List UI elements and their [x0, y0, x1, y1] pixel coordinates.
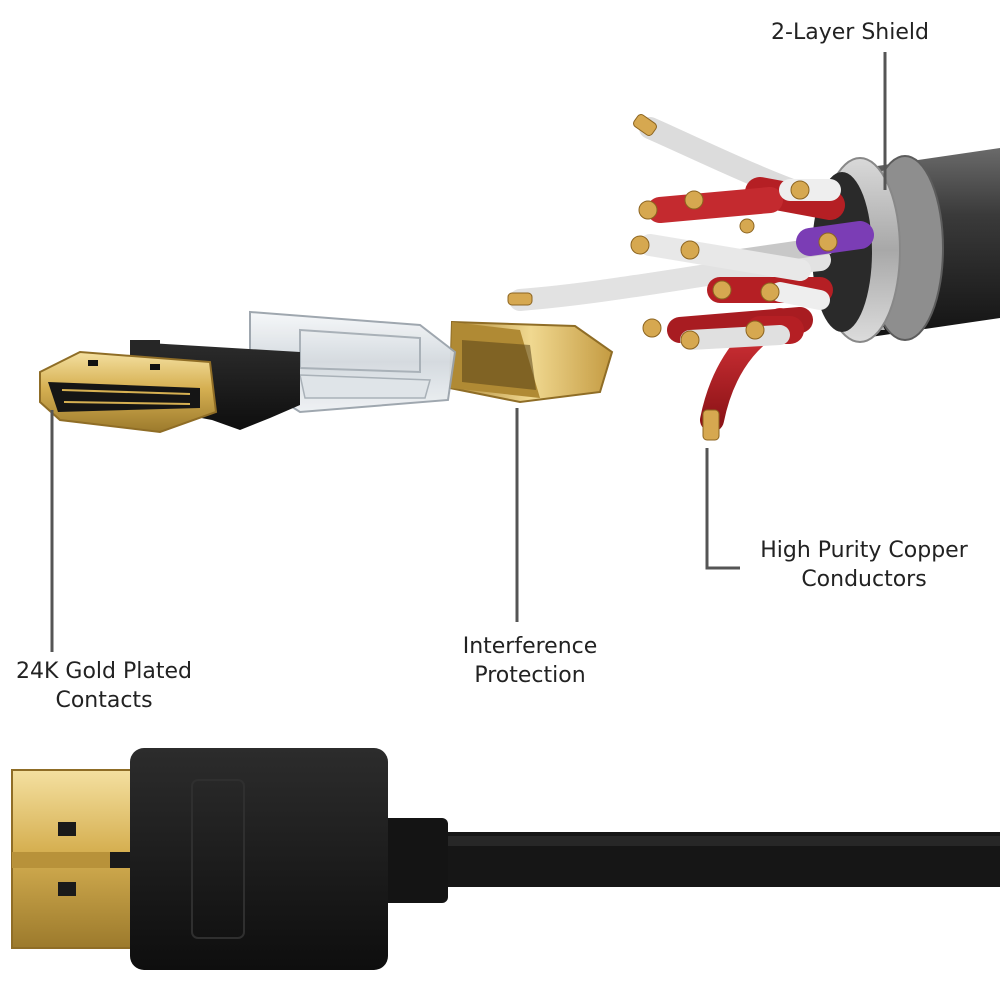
- leader-lines: [50, 52, 887, 652]
- callout-interference-protection: Interference Protection: [448, 632, 612, 690]
- callout-line: Contacts: [55, 688, 153, 713]
- callout-line: 24K Gold Plated: [16, 659, 192, 684]
- callout-line: High Purity Copper: [760, 538, 968, 563]
- grip-recess: [191, 779, 245, 939]
- white-wire-short-3: [770, 282, 830, 310]
- callout-line: Protection: [474, 663, 586, 688]
- clear-housing: [249, 310, 457, 414]
- assembled-hdmi-plug: [11, 748, 1000, 970]
- gold-plug-head: [39, 350, 218, 434]
- callout-24k-gold-contacts: 24K Gold Plated Contacts: [0, 657, 208, 715]
- gold-shield-shell: [448, 320, 614, 404]
- plug-pins: [61, 389, 191, 405]
- red-wire-2: [647, 187, 783, 223]
- plug-body: [130, 748, 388, 970]
- white-wire-short-2: [639, 234, 811, 281]
- cable-cross-section: [507, 114, 1000, 441]
- callout-line: Conductors: [801, 567, 927, 592]
- callout-line: Interference: [462, 634, 598, 659]
- callout-line: 2-Layer Shield: [771, 20, 929, 45]
- leader-copper: [705, 448, 740, 570]
- strain-relief: [380, 818, 448, 903]
- white-wire-short-4: [680, 325, 790, 350]
- copper-tips: [507, 114, 838, 441]
- callout-high-purity-copper: High Purity Copper Conductors: [748, 536, 980, 594]
- callout-2-layer-shield: 2-Layer Shield: [760, 18, 940, 47]
